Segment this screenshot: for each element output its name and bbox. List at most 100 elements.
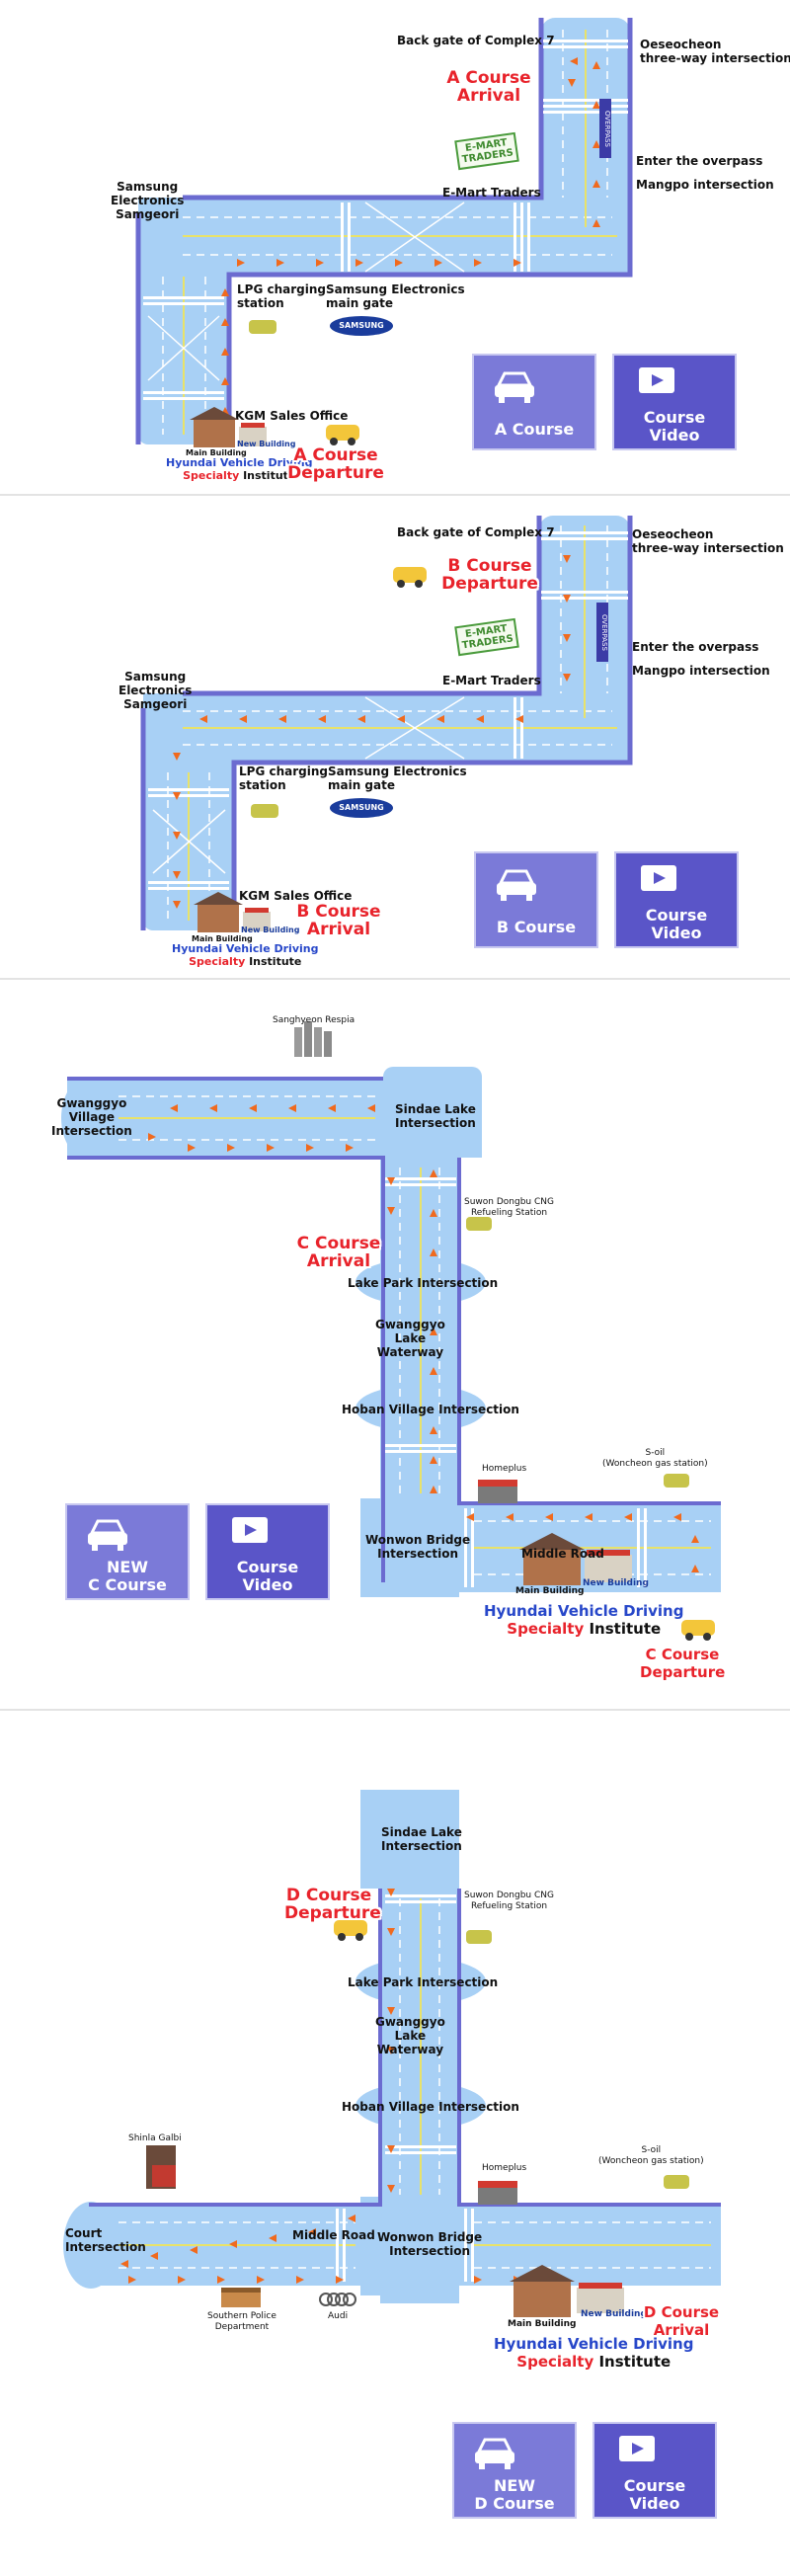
institute-label: Hyundai Vehicle Driving Specialty Instit… bbox=[172, 942, 318, 968]
court-label: Court Intersection bbox=[65, 2226, 146, 2254]
homeplus-label: Homeplus bbox=[482, 1464, 527, 1474]
institute-line1: Hyundai Vehicle Driving bbox=[172, 942, 319, 955]
b-video-button-label: Course Video bbox=[645, 906, 708, 942]
institute-rest: Institute bbox=[593, 2353, 672, 2371]
new-building-label: New Building bbox=[581, 2309, 647, 2319]
video-icon bbox=[232, 1517, 268, 1543]
samsung-logo: SAMSUNG bbox=[330, 798, 393, 818]
emart-traders-label: E-Mart Traders bbox=[442, 674, 541, 687]
sanghyeon-label: Sanghyeon Respia bbox=[273, 1015, 356, 1025]
a-course-button-label: A Course bbox=[494, 420, 575, 439]
middle-road-label: Middle Road bbox=[292, 2228, 375, 2242]
main-building-label: Main Building bbox=[186, 448, 247, 457]
middle-road-label: Middle Road bbox=[521, 1547, 604, 1561]
video-icon bbox=[619, 2436, 655, 2461]
institute-rest: Institute bbox=[584, 1620, 662, 1638]
s-oil-label: S-oil (Woncheon gas station) bbox=[598, 2145, 704, 2166]
southern-police-label: Southern Police Department bbox=[207, 2311, 276, 2332]
kgm-label: KGM Sales Office bbox=[239, 889, 353, 903]
section-d-map: Sindae Lake Intersection D Course Depart… bbox=[0, 1711, 790, 2576]
institute-rest: Institute bbox=[245, 955, 302, 968]
hoban-label: Hoban Village Intersection bbox=[342, 2100, 519, 2114]
divider-1 bbox=[0, 494, 790, 496]
d-video-button-label: Course Video bbox=[623, 2476, 686, 2513]
waterway-label: Gwanggyo Lake Waterway bbox=[375, 2015, 445, 2056]
institute-label: Hyundai Vehicle Driving Specialty Instit… bbox=[166, 456, 312, 482]
video-icon bbox=[639, 367, 674, 393]
b-course-button[interactable]: B Course bbox=[474, 851, 598, 948]
gwanggyo-village-label: Gwanggyo Village Intersection bbox=[51, 1096, 132, 1138]
institute-specialty: Specialty bbox=[183, 469, 240, 482]
divider-2 bbox=[0, 978, 790, 980]
emart-traders-label: E-Mart Traders bbox=[442, 186, 541, 200]
section-b-roads bbox=[140, 516, 633, 930]
a-course-departure-label: A Course Departure bbox=[287, 445, 384, 483]
kgm-label: KGM Sales Office bbox=[235, 409, 349, 423]
sindae-label: Sindae Lake Intersection bbox=[381, 1825, 462, 1853]
back-gate-label: Back gate of Complex 7 bbox=[397, 34, 555, 47]
new-building-label: New Building bbox=[237, 440, 296, 448]
mangpo-label: Mangpo intersection bbox=[632, 664, 770, 678]
c-route-arrows bbox=[148, 1104, 699, 1572]
lpg-station-label: LPG charging station bbox=[239, 765, 328, 792]
c-course-departure-label: C Course Departure bbox=[640, 1646, 726, 1681]
institute-specialty: Specialty bbox=[189, 955, 246, 968]
samsung-logo: SAMSUNG bbox=[330, 316, 393, 336]
institute-label: Hyundai Vehicle Driving Specialty Instit… bbox=[494, 2335, 693, 2371]
main-building-label: Main Building bbox=[508, 2319, 577, 2329]
institute-specialty: Specialty bbox=[516, 2353, 594, 2371]
d-course-arrival-label: D Course Arrival bbox=[643, 2303, 720, 2339]
institute-line1: Hyundai Vehicle Driving bbox=[494, 2335, 694, 2353]
c-course-button-label: NEW C Course bbox=[88, 1558, 167, 1594]
mangpo-label: Mangpo intersection bbox=[636, 178, 774, 192]
car-icon bbox=[495, 371, 534, 403]
back-gate-label: Back gate of Complex 7 bbox=[397, 525, 555, 539]
oeseocheon-label: Oeseocheon three-way intersection bbox=[632, 527, 784, 555]
shinla-label: Shinla Galbi bbox=[128, 2133, 182, 2143]
c-course-button[interactable]: NEW C Course bbox=[65, 1503, 190, 1600]
samsung-gate-label: Samsung Electronics main gate bbox=[328, 765, 467, 792]
b-route-arrows bbox=[173, 555, 571, 909]
a-course-button[interactable]: A Course bbox=[472, 354, 596, 450]
samsung-samgeori-label: Samsung Electronics Samgeori bbox=[111, 180, 185, 221]
b-course-arrival-label: B Course Arrival bbox=[296, 902, 381, 939]
a-video-button[interactable]: Course Video bbox=[612, 354, 737, 450]
c-video-button[interactable]: Course Video bbox=[205, 1503, 330, 1600]
oeseocheon-label: Oeseocheon three-way intersection bbox=[640, 38, 790, 65]
lake-park-label: Lake Park Intersection bbox=[348, 1975, 499, 1989]
institute-line1: Hyundai Vehicle Driving bbox=[166, 456, 313, 469]
main-building-label: Main Building bbox=[515, 1586, 585, 1596]
a-video-button-label: Course Video bbox=[643, 408, 706, 444]
enter-overpass-label: Enter the overpass bbox=[636, 154, 763, 168]
section-a-roads bbox=[135, 18, 633, 444]
institute-rest: Institute bbox=[239, 469, 296, 482]
samsung-gate-label: Samsung Electronics main gate bbox=[326, 282, 465, 310]
sindae-label: Sindae Lake Intersection bbox=[395, 1102, 476, 1130]
hoban-label: Hoban Village Intersection bbox=[342, 1403, 519, 1416]
d-course-departure-label: D Course Departure bbox=[284, 1886, 381, 1923]
d-course-button-label: NEW D Course bbox=[474, 2476, 555, 2513]
section-d-roads bbox=[63, 1790, 721, 2317]
s-oil-label: S-oil (Woncheon gas station) bbox=[602, 1448, 708, 1469]
d-video-button[interactable]: Course Video bbox=[592, 2422, 717, 2519]
new-building-label: New Building bbox=[241, 926, 300, 934]
institute-line1: Hyundai Vehicle Driving bbox=[484, 1602, 684, 1620]
institute-label: Hyundai Vehicle Driving Specialty Instit… bbox=[484, 1602, 683, 1638]
homeplus-label: Homeplus bbox=[482, 2163, 527, 2173]
lpg-station-label: LPG charging station bbox=[237, 282, 326, 310]
wonwon-label: Wonwon Bridge Intersection bbox=[365, 1533, 471, 1561]
section-c-roads bbox=[61, 1021, 721, 1641]
institute-specialty: Specialty bbox=[507, 1620, 585, 1638]
samsung-samgeori-label: Samsung Electronics Samgeori bbox=[118, 670, 193, 711]
car-icon bbox=[88, 1519, 127, 1551]
d-course-button[interactable]: NEW D Course bbox=[452, 2422, 577, 2519]
section-c-map: Sanghyeon Respia Gwanggyo Village Inters… bbox=[0, 980, 790, 1709]
main-building-label: Main Building bbox=[192, 934, 253, 943]
suwon-cng-label: Suwon Dongbu CNG Refueling Station bbox=[464, 1197, 554, 1218]
car-icon bbox=[497, 869, 536, 901]
b-course-departure-label: B Course Departure bbox=[441, 556, 538, 594]
b-video-button[interactable]: Course Video bbox=[614, 851, 739, 948]
section-a-map: Back gate of Complex 7 Oeseocheon three-… bbox=[0, 0, 790, 494]
car-icon bbox=[475, 2438, 514, 2469]
overpass-sign: OVERPASS bbox=[599, 99, 611, 158]
